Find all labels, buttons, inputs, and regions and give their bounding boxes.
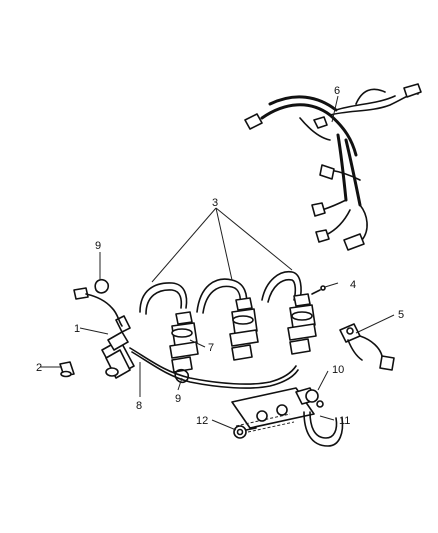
fuel-return-line	[129, 347, 299, 389]
fuel-injector-right	[287, 285, 326, 355]
callout-6: 6	[334, 85, 340, 97]
fuel-bracket-clip	[303, 411, 344, 447]
callout-8: 8	[136, 400, 142, 412]
temperature-sensor	[339, 323, 395, 371]
callout-1: 1	[74, 323, 80, 335]
callout-9-lower: 9	[175, 393, 181, 405]
callout-3: 3	[212, 197, 218, 209]
fuel-injector-center	[229, 297, 259, 361]
connector-clip-upper	[73, 278, 123, 327]
callout-9-upper: 9	[95, 240, 101, 252]
callout-12: 12	[196, 415, 208, 427]
callout-leaders	[40, 95, 395, 431]
callout-5: 5	[398, 309, 404, 321]
callout-2: 2	[36, 362, 42, 374]
fitting-bolt	[233, 425, 257, 439]
callout-7: 7	[208, 342, 214, 354]
callout-11: 11	[339, 415, 350, 427]
injector-hoses	[139, 271, 302, 315]
fuel-injector-left	[101, 315, 135, 379]
fuel-injector-harness	[244, 83, 422, 251]
sensor-plug	[59, 361, 75, 378]
fuel-manifold-assembly	[231, 387, 324, 433]
callout-10: 10	[332, 364, 344, 376]
callout-4: 4	[350, 279, 356, 291]
callout-labels: 1 2 3 4 5 6 7 8 9 9 10 11 12	[36, 85, 404, 427]
